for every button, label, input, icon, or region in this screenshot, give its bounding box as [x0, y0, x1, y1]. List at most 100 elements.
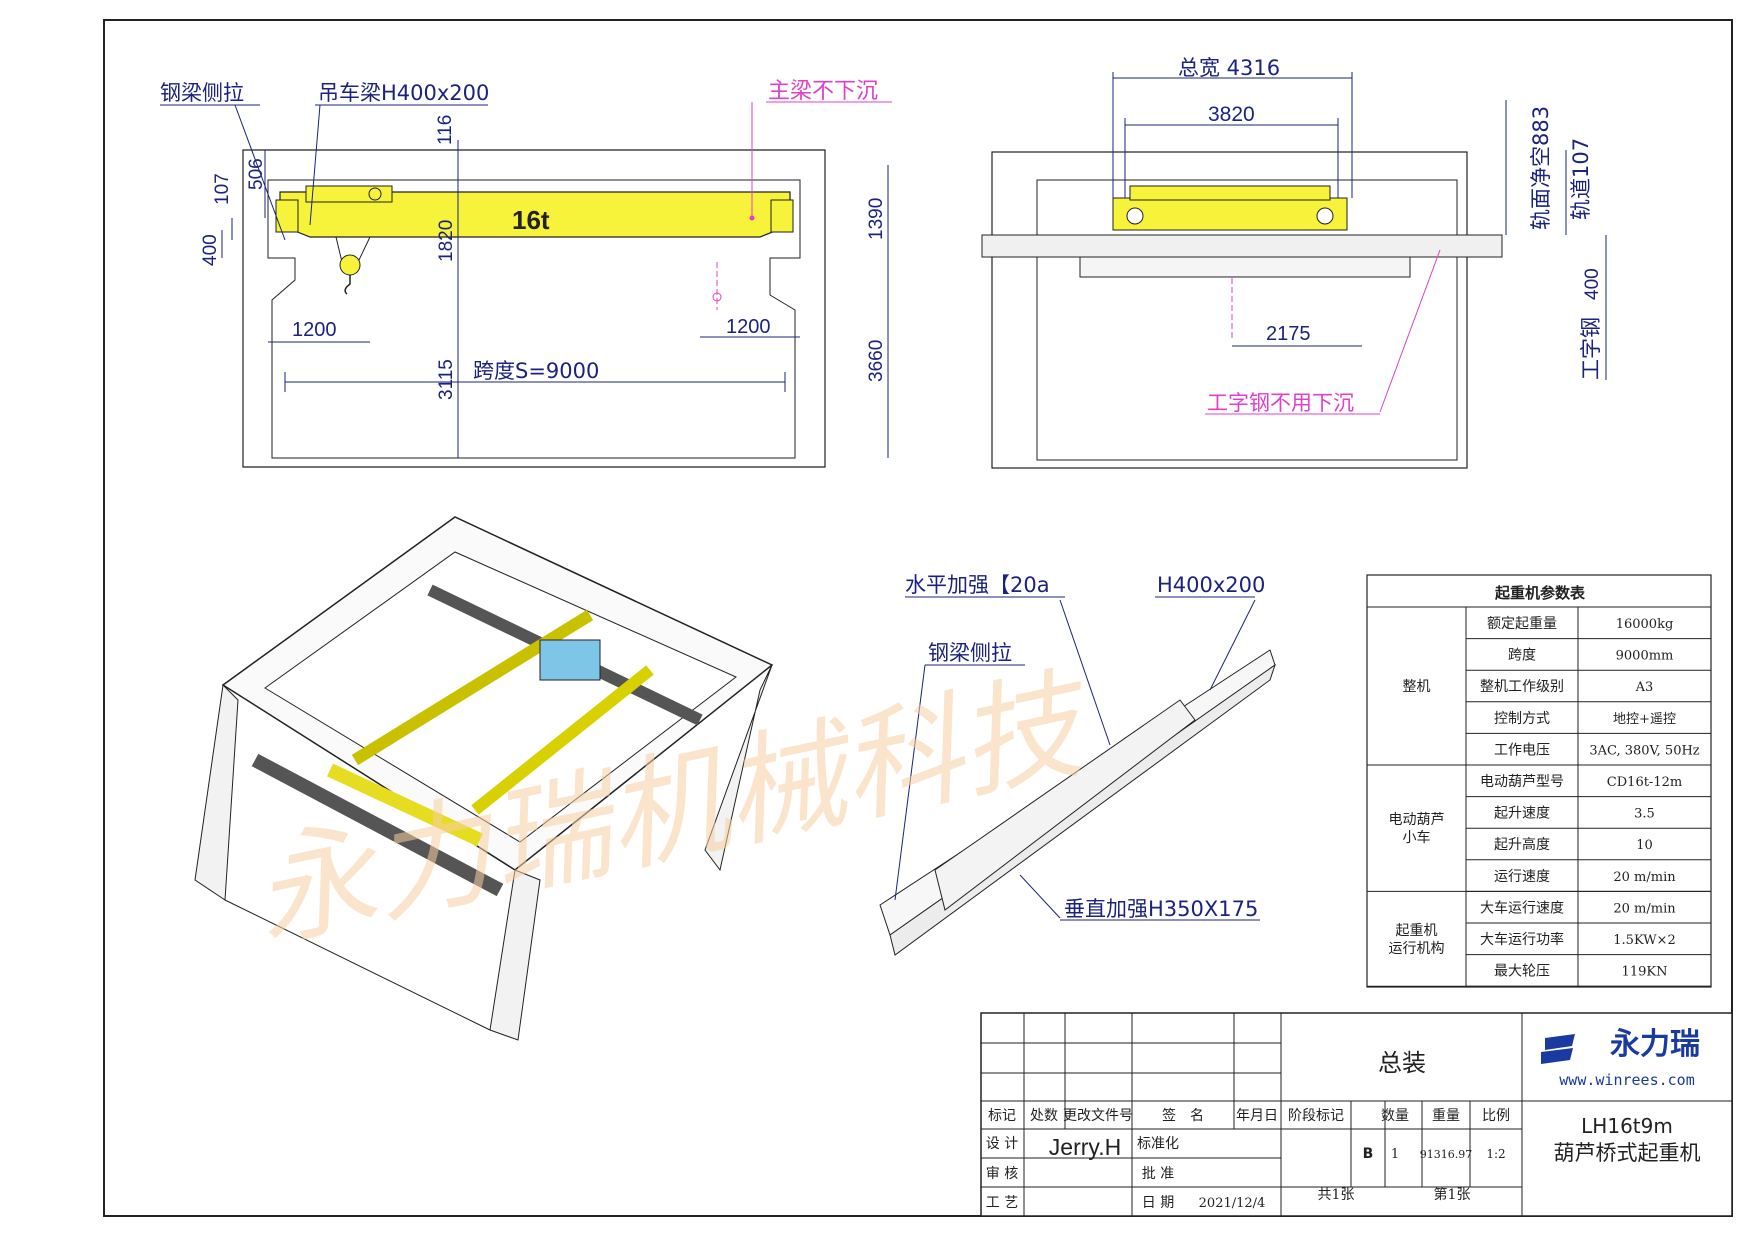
side-ibeam-leader [1379, 249, 1441, 413]
param-value: 地控+遥控 [1613, 712, 1676, 727]
param-group-label: 电动葫芦 [1389, 812, 1445, 828]
tb-col-count: 处数 [1030, 1108, 1058, 1124]
building-outline [242, 149, 826, 468]
tb-standardize: 标准化 [1137, 1136, 1179, 1152]
callout-vertical-stiffener: 垂直加强H350X175 [1064, 897, 1258, 921]
tb-product: 葫芦桥式起重机 [1554, 1141, 1701, 1165]
side-end-carriage [1112, 197, 1348, 231]
dim-3115: 3115 [436, 359, 457, 400]
callout-h400: H400x200 [1157, 573, 1265, 597]
h400-leader [1209, 599, 1256, 691]
param-table-border [1366, 574, 1712, 988]
param-value: 9000mm [1616, 649, 1674, 664]
tb-weight-value: 91316.97 [1420, 1148, 1473, 1161]
tb-scale-value: 1:2 [1486, 1147, 1505, 1161]
param-value: A3 [1635, 680, 1654, 695]
tb-approve: 批 准 [1142, 1166, 1174, 1182]
end-carriage-left [275, 199, 299, 233]
param-value: 20 m/min [1613, 870, 1676, 885]
tb-stage-value: B [1363, 1146, 1374, 1162]
span-label: 跨度S=9000 [473, 359, 599, 383]
param-value: 16000kg [1616, 617, 1674, 632]
callout-side-pull: 钢梁侧拉 [160, 81, 244, 105]
tb-date: 2021/12/4 [1199, 1196, 1266, 1211]
tb-col-date: 年月日 [1236, 1108, 1278, 1124]
iso-rail-left [251, 753, 504, 897]
tb-col-mark: 标记 [988, 1108, 1016, 1124]
ibeam-label: 工字钢 [1579, 317, 1603, 380]
param-name: 跨度 [1508, 648, 1536, 664]
tb-design: 设 计 [986, 1136, 1018, 1152]
horizontal-stiffener-leader [1059, 599, 1111, 746]
param-value: 119KN [1622, 965, 1668, 980]
tb-designer: Jerry.H [1049, 1134, 1121, 1160]
title-block-border [980, 1012, 1733, 1217]
callout-horizontal-stiffener: 水平加强【20a [905, 573, 1050, 597]
tb-craft: 工 艺 [986, 1195, 1018, 1211]
iso-leg-left [194, 683, 239, 901]
param-value: 10 [1636, 838, 1653, 853]
dim-1200-left: 1200 [292, 319, 337, 341]
iso-leg-right [704, 664, 773, 872]
param-name: 起升速度 [1494, 806, 1550, 822]
tb-sheet-no: 第1张 [1434, 1186, 1471, 1203]
tb-quantity: 数量 [1381, 1108, 1409, 1124]
rail-clearance-label: 轨面净空883 [1529, 106, 1553, 230]
side-beam-lower [1079, 256, 1411, 278]
inner-width-label: 3820 [1208, 103, 1255, 126]
param-group-label: 小车 [1403, 829, 1431, 846]
dim-107: 107 [212, 173, 233, 205]
tb-assembly: 总装 [1378, 1049, 1426, 1077]
beam-detail: 水平加强【20a H400x200 钢梁侧拉 垂直加强H350X175 [879, 573, 1276, 956]
iso-view [194, 516, 774, 1041]
callout-beam: 吊车梁H400x200 [318, 81, 489, 105]
tb-total-sheets: 共1张 [1318, 1187, 1355, 1203]
param-value: 20 m/min [1613, 901, 1676, 916]
side-end-carriage-top [1129, 185, 1331, 201]
side-building-inner [1036, 179, 1458, 461]
param-group-label: 整机 [1403, 679, 1431, 695]
company-logo-icon [1541, 1034, 1575, 1064]
param-value: 3.5 [1634, 807, 1655, 822]
front-view: 16t 钢梁侧拉 吊车梁H400x200 主梁不下沉 116 506 107 [160, 79, 892, 468]
param-name: 大车运行速度 [1480, 899, 1564, 916]
param-value: 3AC, 380V, 50Hz [1589, 743, 1699, 758]
right-hook-marker [712, 292, 722, 302]
title-block: 总装 永力瑞 www.winrees.com LH16t9m 葫芦桥式起重机 标… [980, 1012, 1733, 1217]
param-value: 1.5KW×2 [1613, 933, 1675, 948]
param-name: 工作电压 [1494, 742, 1550, 758]
param-name: 起升高度 [1494, 836, 1550, 853]
ibeam-dim-400: 400 [1582, 268, 1603, 300]
side-view: 总宽 4316 3820 轨面净空883 轨道107 400 工字钢 2175 … [981, 56, 1607, 469]
sheet-border [103, 19, 1733, 1217]
dim-3660: 3660 [866, 340, 887, 382]
hoist-rope-right [357, 236, 371, 263]
beam-h350 [934, 699, 1196, 911]
iso-frame-opening [264, 551, 737, 843]
iso-leg-front [489, 869, 541, 1041]
side-rail-beam [981, 234, 1503, 258]
param-name: 额定起重量 [1487, 616, 1557, 632]
side-pull-detail-leader [894, 664, 926, 901]
param-table: 起重机参数表 额定起重量 16000kg 跨度 9000mm 整机工作级别 A3 控制方式 地… [1366, 574, 1712, 988]
callout-ibeam-no-sink: 工字钢不用下沉 [1207, 391, 1354, 415]
beam-leader [309, 104, 321, 226]
param-table-title: 起重机参数表 [1494, 584, 1586, 602]
hook-block [339, 254, 361, 276]
param-group-label: 起重机 [1396, 923, 1438, 939]
callout-no-sink: 主梁不下沉 [768, 79, 878, 104]
side-building-outline [991, 151, 1468, 469]
dim-2175: 2175 [1266, 323, 1311, 345]
param-name: 控制方式 [1494, 711, 1550, 727]
dim-400: 400 [200, 234, 221, 266]
hoist-rope-left [335, 236, 343, 263]
param-name: 整机工作级别 [1480, 679, 1564, 695]
side-wheel-right [1316, 207, 1334, 225]
side-wheel-left [1126, 207, 1144, 225]
tb-review: 审 核 [986, 1166, 1018, 1182]
iso-hoist [539, 639, 601, 681]
dim-1820: 1820 [436, 220, 457, 262]
tb-quantity-value: 1 [1391, 1147, 1399, 1162]
dim-1390: 1390 [866, 198, 887, 240]
hoist-motor [368, 187, 382, 201]
